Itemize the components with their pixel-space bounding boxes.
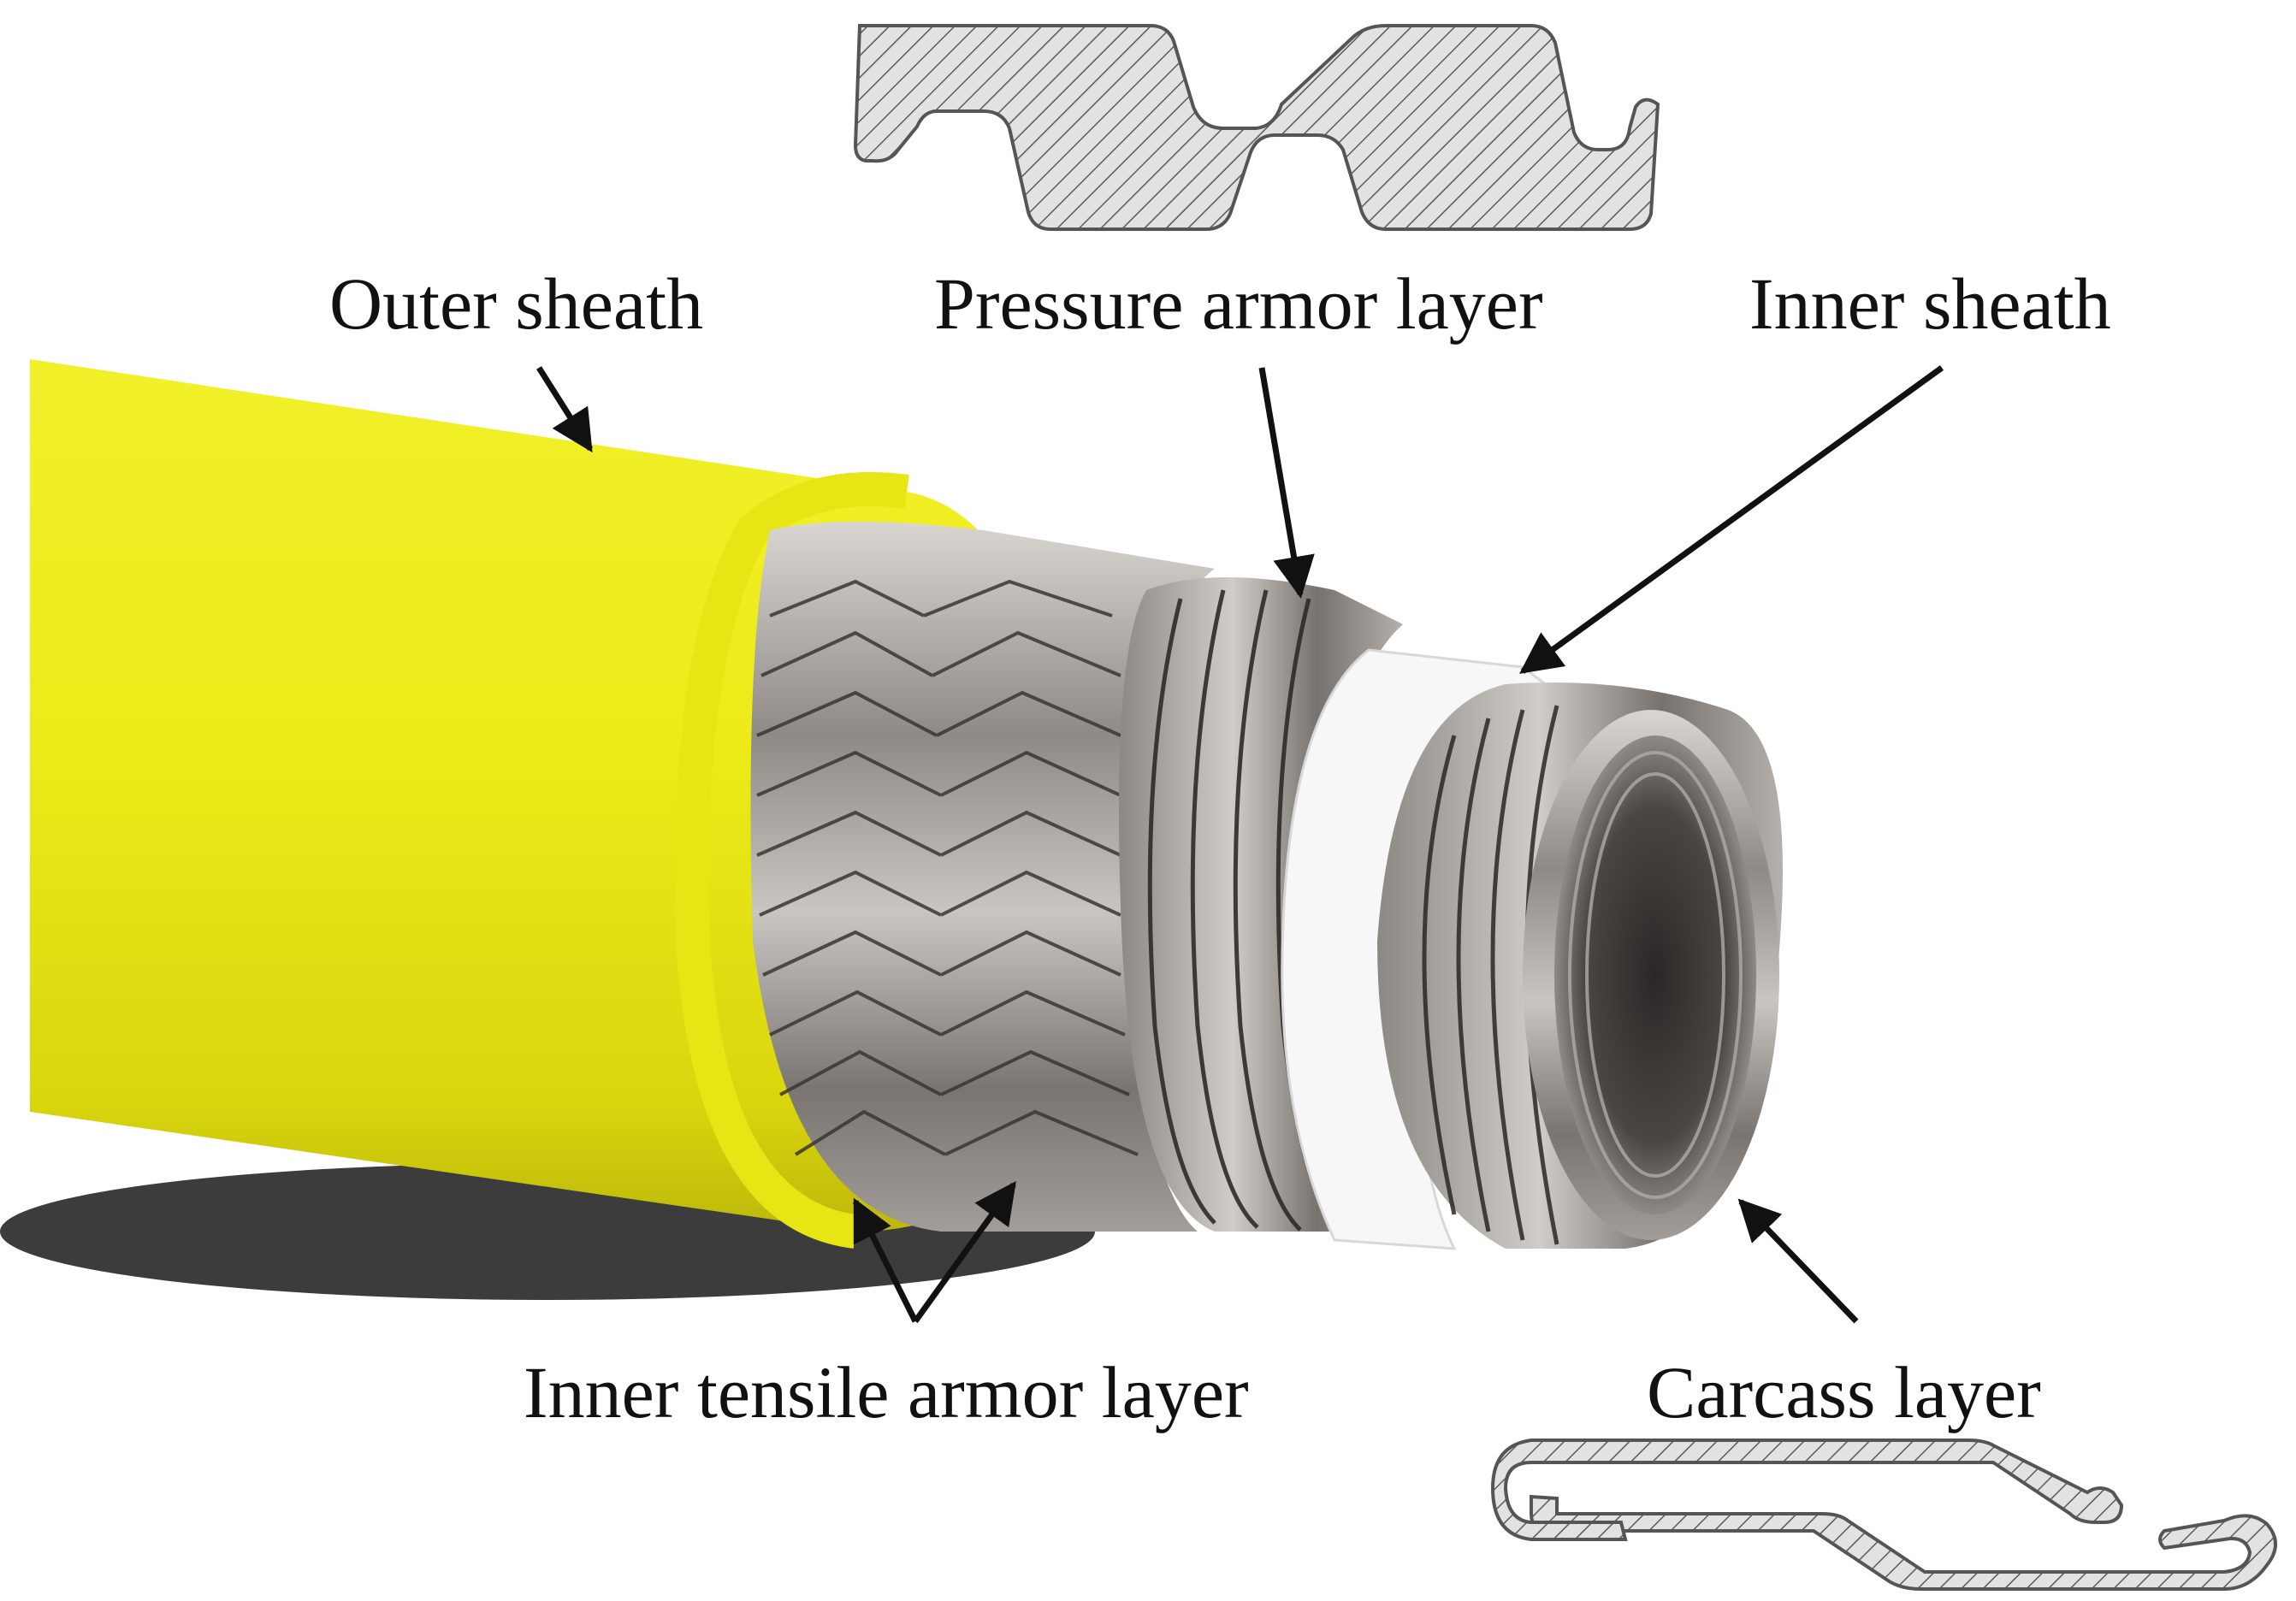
arrow-carcass xyxy=(1737,1198,1859,1324)
label-pressure-armor-layer: Pressure armor layer xyxy=(934,263,1543,345)
label-inner-sheath: Inner sheath xyxy=(1749,263,2111,345)
pressure-armor-profile xyxy=(853,24,1660,231)
label-outer-sheath: Outer sheath xyxy=(329,263,704,345)
annotation-arrows xyxy=(536,365,1944,1324)
arrow-pressure-armor xyxy=(1258,367,1315,599)
carcass-profile xyxy=(1490,1439,2277,1591)
label-carcass-layer: Carcass layer xyxy=(1647,1351,2041,1433)
arrow-inner-sheath xyxy=(1519,365,1944,674)
arrow-tensile-armor-left xyxy=(852,1197,919,1323)
label-inner-tensile-armor-layer: Inner tensile armor layer xyxy=(524,1351,1249,1433)
pipe-illustration xyxy=(0,359,1783,1300)
arrow-outer-sheath xyxy=(536,366,593,453)
arrow-tensile-armor-right xyxy=(913,1181,1016,1324)
